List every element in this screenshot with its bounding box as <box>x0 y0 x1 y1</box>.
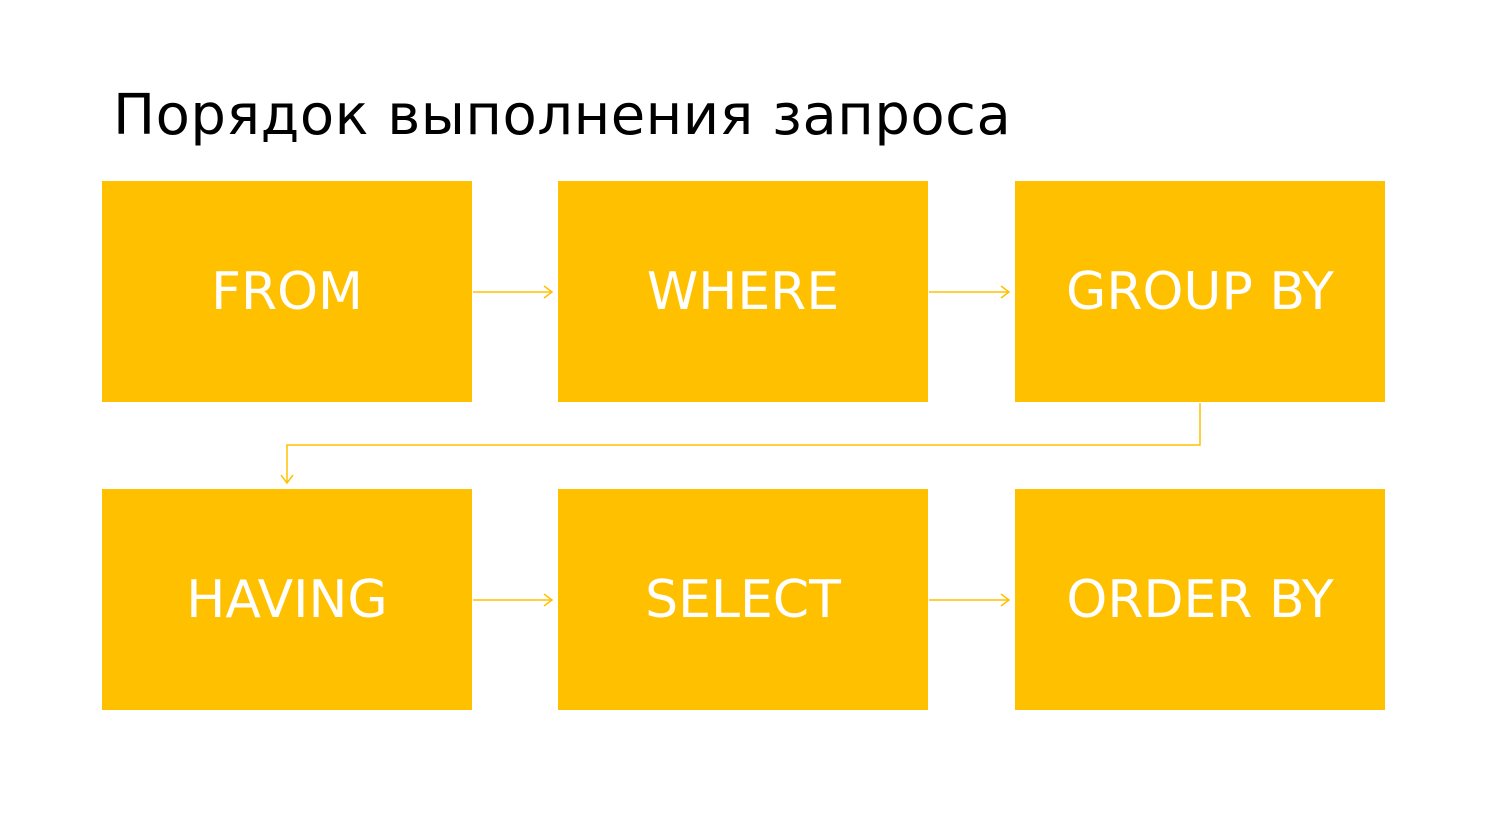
arrow-select-to-order-by <box>929 593 1011 607</box>
slide-title: Порядок выполнения запроса <box>113 83 1012 148</box>
step-box-select: SELECT <box>558 489 928 710</box>
step-label-from: FROM <box>211 261 363 322</box>
step-box-having: HAVING <box>102 489 472 710</box>
arrow-having-to-select <box>473 593 554 607</box>
step-box-where: WHERE <box>558 181 928 402</box>
step-label-where: WHERE <box>646 261 840 322</box>
step-label-having: HAVING <box>186 569 388 630</box>
arrow-group-by-to-having <box>280 403 1201 485</box>
step-box-group-by: GROUP BY <box>1015 181 1385 402</box>
step-label-select: SELECT <box>645 569 841 630</box>
step-label-order-by: ORDER BY <box>1066 569 1334 630</box>
arrow-where-to-group-by <box>929 285 1011 299</box>
step-box-order-by: ORDER BY <box>1015 489 1385 710</box>
step-box-from: FROM <box>102 181 472 402</box>
step-label-group-by: GROUP BY <box>1066 261 1334 322</box>
arrow-from-to-where <box>473 285 554 299</box>
